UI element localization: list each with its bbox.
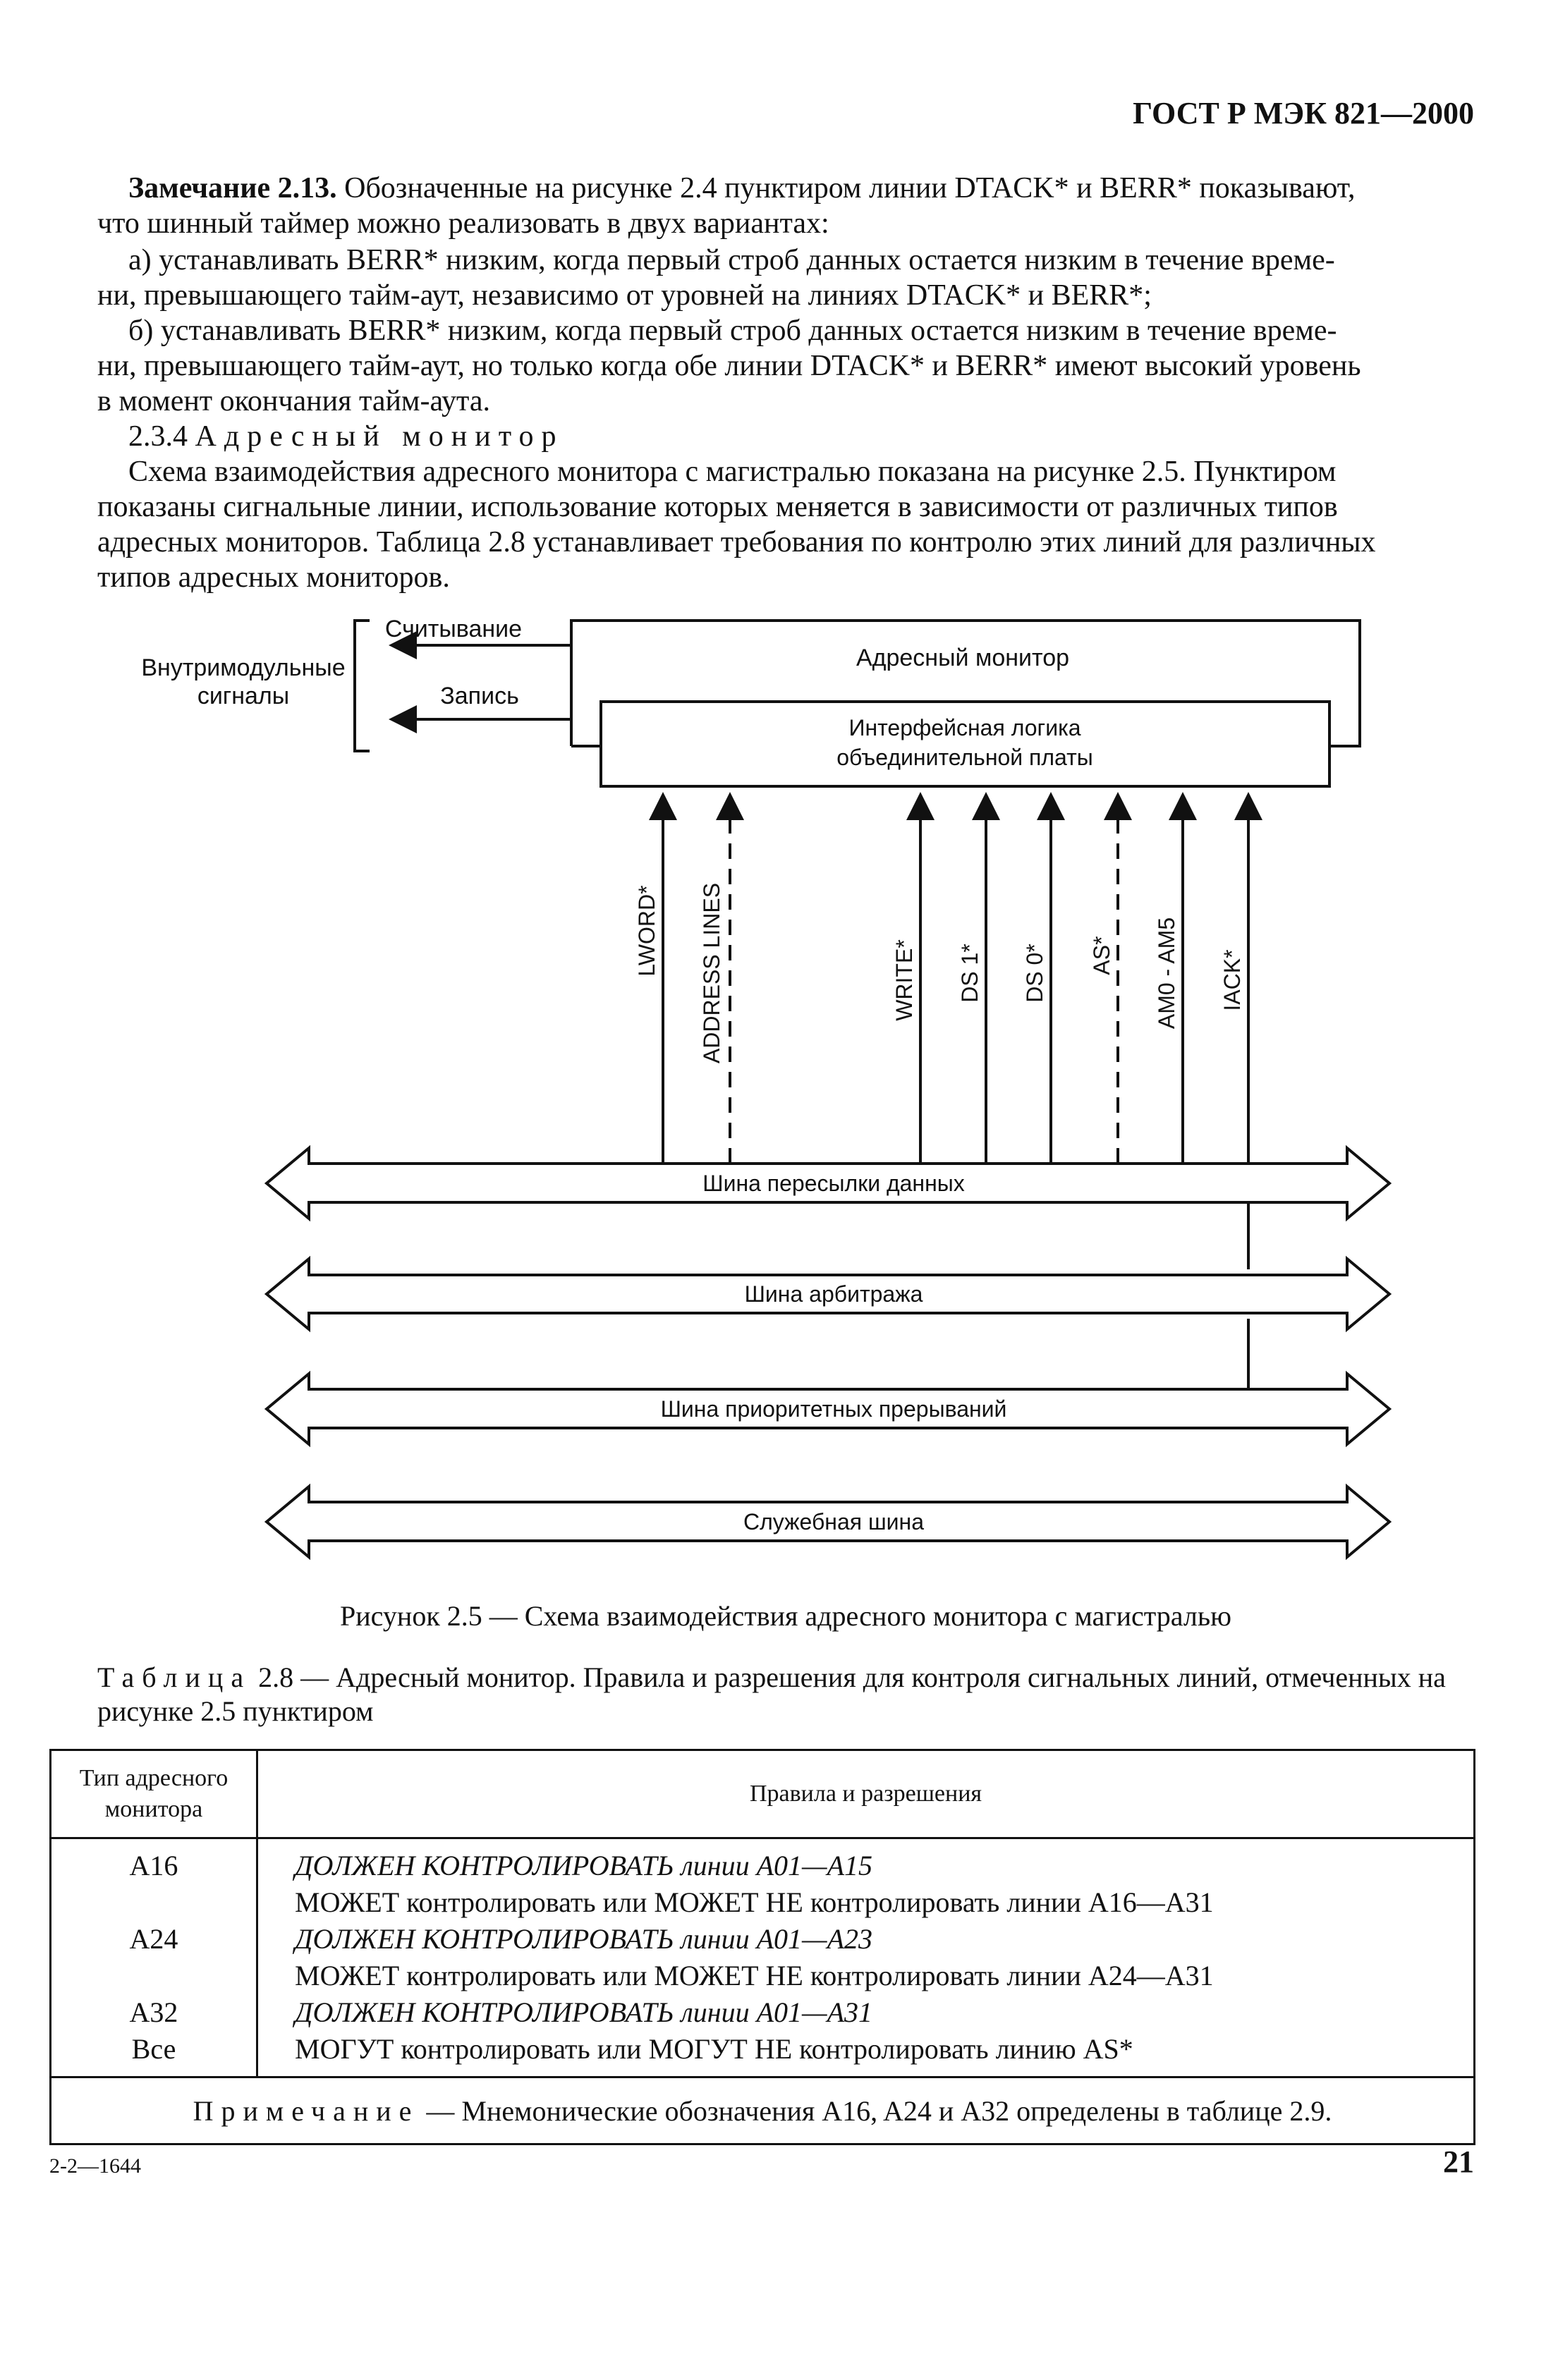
note-prefix: Примечание [193, 2094, 420, 2127]
document-code: ГОСТ Р МЭК 821—2000 [1133, 96, 1474, 130]
section-line-3: адресных мониторов. Таблица 2.8 устанавл… [97, 526, 1376, 559]
table-body-row: A16 A24 A32 Все ДОЛЖЕН КОНТРОЛИРОВАТЬ ли… [49, 1837, 1475, 2078]
internal-signals-bracket [353, 619, 370, 752]
table-note: Примечание — Мнемонические обозначения A… [49, 2076, 1475, 2145]
rule-a16-must: ДОЛЖЕН КОНТРОЛИРОВАТЬ линии A01—A15 [295, 1850, 873, 1881]
type-a24: A24 [129, 1923, 178, 1955]
note-text: — Мнемонические обозначения A16, A24 и A… [419, 2094, 1332, 2127]
rule-a16-may: МОЖЕТ контролировать или МОЖЕТ НЕ контро… [295, 1886, 1214, 1918]
types-cell: A16 A24 A32 Все [49, 1837, 258, 2078]
internal-signals-label-1: Внутримодульные [141, 654, 345, 681]
rule-a24-must: ДОЛЖЕН КОНТРОЛИРОВАТЬ линии A01—A23 [295, 1923, 873, 1955]
item-b-line-2: ни, превышающего тайм-аут, но только ког… [97, 350, 1361, 382]
section-text: Схема взаимодействия адресного монитора … [97, 454, 1474, 595]
footer-print-code: 2-2—1644 [49, 2154, 141, 2178]
bus-priority-interrupts: Шина приоритетных прерываний [264, 1370, 1392, 1448]
signal-lines [649, 792, 1262, 1388]
figure-caption: Рисунок 2.5 — Схема взаимодействия адрес… [340, 1600, 1231, 1632]
item-b-line-1: б) устанавливать BERR* низким, когда пер… [128, 315, 1337, 347]
rule-a32-must: ДОЛЖЕН КОНТРОЛИРОВАТЬ линии A01—A31 [295, 1996, 873, 2028]
item-a: а) устанавливать BERR* низким, когда пер… [97, 243, 1474, 313]
col-header-type-line-1: Тип адресного [79, 1765, 229, 1791]
note-line-1: Обозначенные на рисунке 2.4 пунктиром ли… [336, 172, 1356, 205]
signal-label-am: AM0 - AM5 [1154, 917, 1179, 1029]
table-caption-prefix: Таблица [97, 1661, 252, 1693]
internal-signals-label-2: сигналы [197, 683, 289, 709]
section-number: 2.3.4 [128, 420, 188, 453]
col-header-type: Тип адресного монитора [49, 1749, 258, 1839]
signal-label-lword: LWORD* [634, 885, 659, 976]
signal-label-address-lines: ADDRESS LINES [699, 883, 724, 1063]
item-b: б) устанавливать BERR* низким, когда пер… [97, 313, 1474, 419]
bus-utility: Служебная шина [264, 1483, 1392, 1561]
signal-label-ds1: DS 1* [957, 944, 982, 1003]
type-empty-1 [51, 1884, 256, 1921]
page-number: 21 [1443, 2144, 1474, 2179]
item-a-line-2: ни, превышающего тайм-аут, независимо от… [97, 279, 1152, 312]
bus-label-priority-interrupts: Шина приоритетных прерываний [661, 1396, 1007, 1422]
item-b-line-3: в момент окончания тайм-аута. [97, 385, 491, 417]
bus-data-transfer: Шина пересылки данных [264, 1145, 1392, 1222]
col-header-rules: Правила и разрешения [256, 1749, 1475, 1839]
section-line-1: Схема взаимодействия адресного монитора … [128, 456, 1337, 488]
rule-a24-may: МОЖЕТ контролировать или МОЖЕТ НЕ контро… [295, 1960, 1214, 1991]
table-header-row: Тип адресного монитора Правила и разреше… [49, 1749, 1475, 1839]
note-label: Замечание 2.13. [128, 172, 337, 205]
rules-cell: ДОЛЖЕН КОНТРОЛИРОВАТЬ линии A01—A15 МОЖЕ… [256, 1837, 1475, 2078]
type-a16: A16 [129, 1850, 178, 1881]
table-note-row: Примечание — Мнемонические обозначения A… [49, 2076, 1475, 2145]
note-2-13: Замечание 2.13. Обозначенные на рисунке … [97, 171, 1474, 241]
signal-label-write: WRITE* [891, 939, 917, 1021]
read-label: Считывание [385, 616, 522, 642]
signal-label-as: AS* [1089, 936, 1114, 975]
note-line-2: что шинный таймер можно реализовать в дв… [97, 207, 829, 240]
rule-all-may: МОГУТ контролировать или МОГУТ НЕ контро… [295, 2033, 1133, 2065]
monitor-title: Адресный монитор [856, 645, 1069, 671]
monitor-diagram: Внутримодульные сигналы Считывание Запис… [141, 616, 1392, 1561]
item-a-line-1: а) устанавливать BERR* низким, когда пер… [128, 244, 1335, 276]
col-header-type-line-2: монитора [104, 1796, 203, 1822]
table-caption-line-2: рисунке 2.5 пунктиром [97, 1695, 374, 1727]
section-line-2: показаны сигнальные линии, использование… [97, 491, 1338, 523]
section-title: Адресный монитор [195, 420, 564, 453]
signal-label-ds0: DS 0* [1022, 944, 1047, 1003]
section-line-4: типов адресных мониторов. [97, 561, 450, 594]
interface-box [599, 700, 1331, 788]
type-empty-2 [51, 1958, 256, 1994]
write-label: Запись [440, 683, 519, 709]
bus-arbitration: Шина арбитража [264, 1255, 1392, 1333]
bus-label-utility: Служебная шина [743, 1509, 924, 1534]
table-caption-line-1: 2.8 — Адресный монитор. Правила и разреш… [251, 1661, 1446, 1693]
section-heading: 2.3.4 Адресный монитор [97, 419, 1474, 454]
interface-label-1: Интерфейсная логика [848, 715, 1081, 740]
signal-label-iack: IACK* [1219, 949, 1245, 1011]
bus-label-data-transfer: Шина пересылки данных [702, 1171, 965, 1196]
monitor-box [570, 619, 1361, 747]
type-all: Все [131, 2033, 176, 2065]
interface-label-2: объединительной платы [836, 745, 1093, 770]
bus-label-arbitration: Шина арбитража [745, 1281, 923, 1307]
monitor-rules-table: Тип адресного монитора Правила и разреше… [49, 1749, 1475, 2145]
table-caption: Таблица 2.8 — Адресный монитор. Правила … [97, 1661, 1474, 1728]
type-a32: A32 [129, 1996, 178, 2028]
